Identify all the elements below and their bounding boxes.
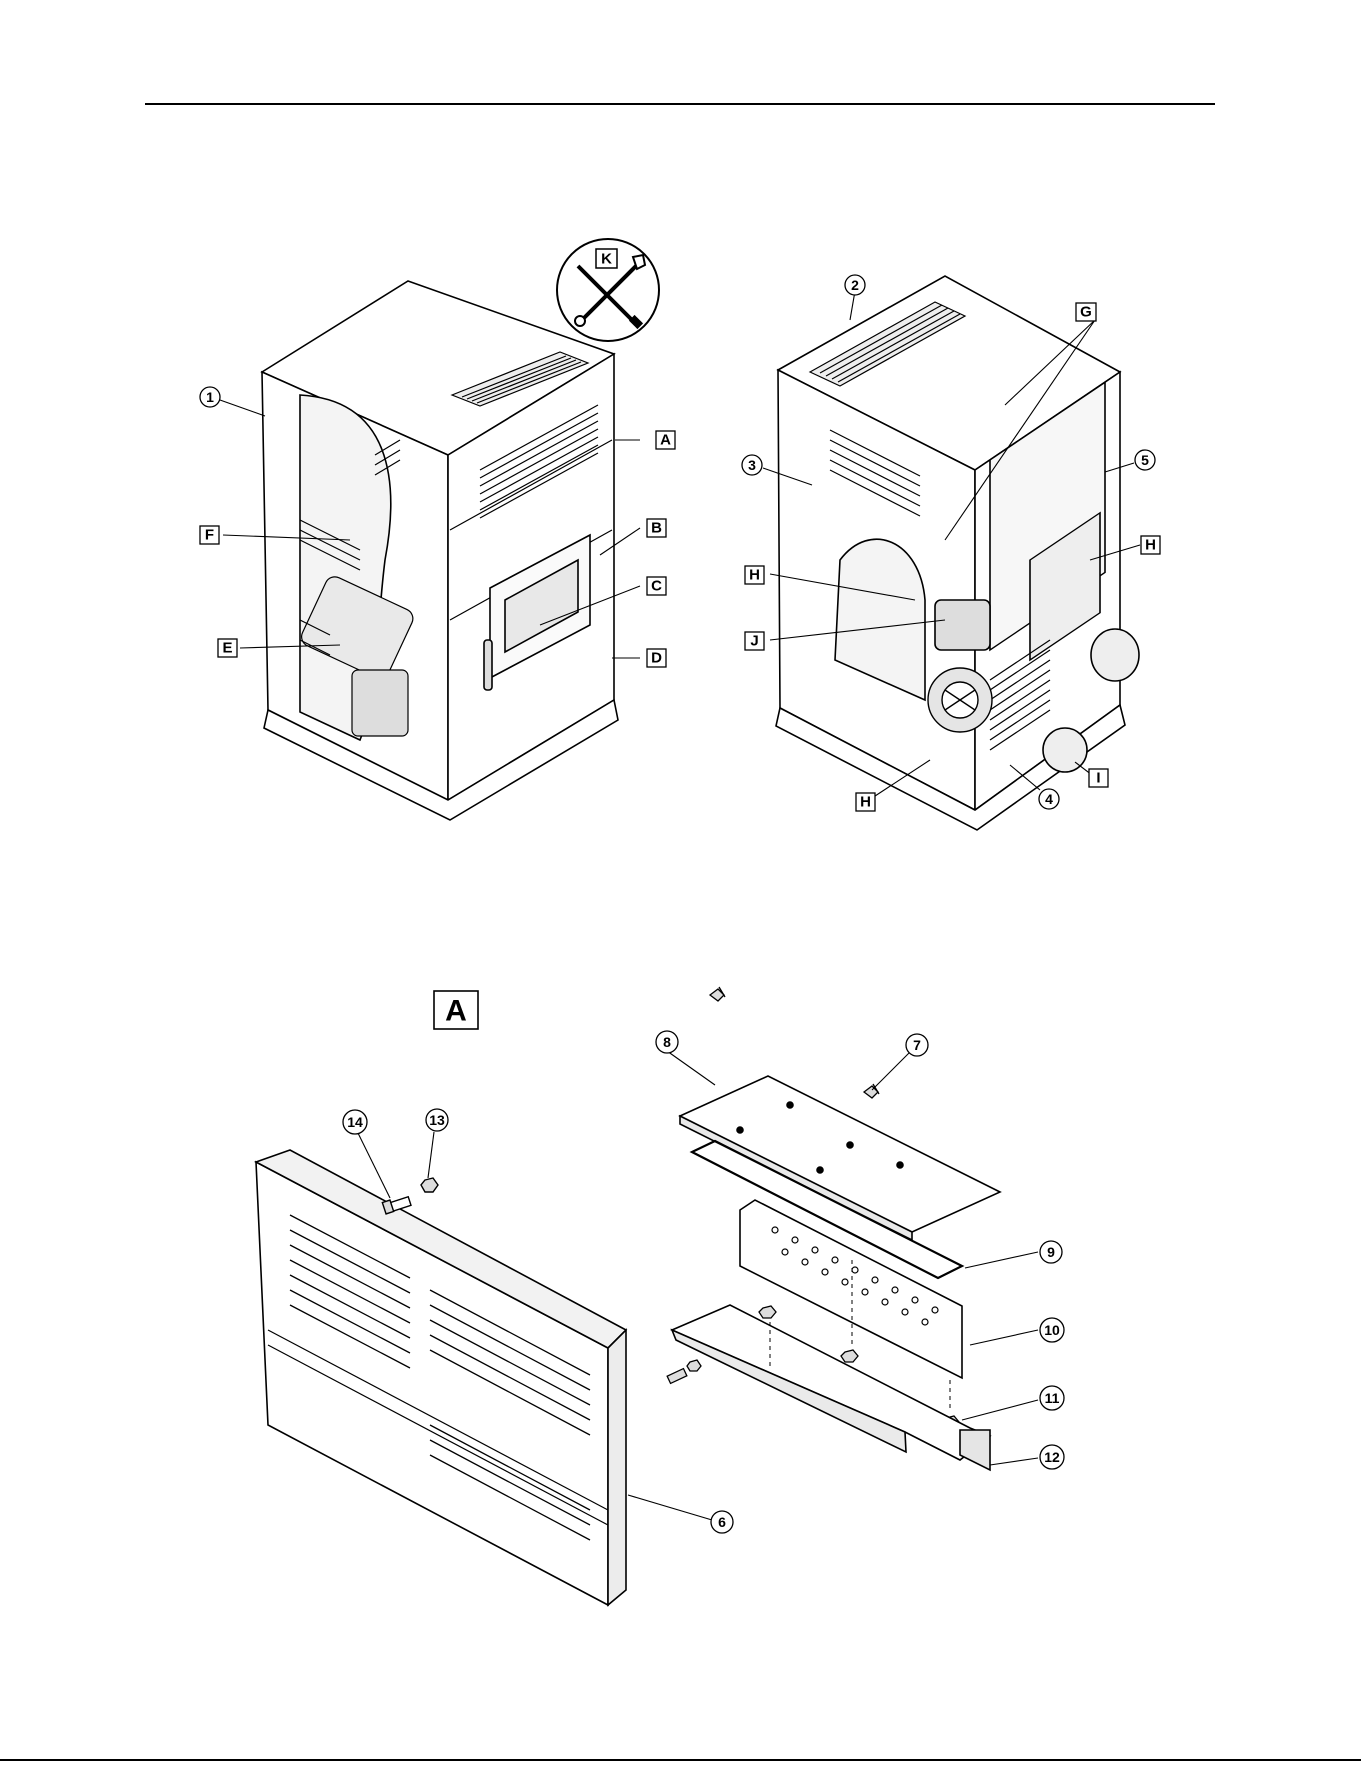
stove-front-view [262,281,618,820]
label-1-text: 1 [206,389,214,405]
label-14: 14 [343,1110,367,1134]
label-3-text: 3 [748,457,756,473]
label-8: 8 [656,1031,678,1053]
label-2: 2 [845,275,865,295]
label-12: 12 [1040,1445,1064,1469]
callout-i-text: I [1096,770,1100,787]
callout-e-text: E [222,640,232,657]
callout-d: D [647,649,666,667]
front-grille-panel-6 [256,1150,626,1605]
label-6: 6 [711,1511,733,1533]
label-6-text: 6 [718,1514,726,1530]
exhaust-pipe-upper [1091,629,1139,681]
label-13: 13 [426,1109,448,1131]
label-4: 4 [1039,789,1059,809]
label-7-text: 7 [913,1037,921,1053]
callout-g: G [1076,303,1096,321]
section-label-a: A [434,991,478,1029]
callout-d-text: D [651,650,662,667]
label-12-text: 12 [1044,1449,1060,1465]
callout-h-2: H [1141,536,1160,554]
label-3: 3 [742,455,762,475]
callout-j-text: J [750,633,758,650]
label-4-text: 4 [1045,791,1053,807]
callout-a: A [656,431,675,449]
callout-f-text: F [205,527,214,544]
grille-plate-8 [680,1076,1000,1240]
callout-b-text: B [651,520,662,537]
callout-i: I [1089,769,1108,787]
callout-a-text: A [660,432,671,449]
callout-h-3: H [856,793,875,811]
callout-h-1: H [745,566,764,584]
label-5: 5 [1135,450,1155,470]
label-9: 9 [1040,1241,1062,1263]
door-handle [484,640,492,690]
wing-nut-top [710,987,725,1001]
label-7: 7 [906,1034,928,1056]
label-10-text: 10 [1044,1322,1060,1338]
callout-h-1-text: H [749,567,760,584]
label-11: 11 [1040,1386,1064,1410]
stove-rear-view [776,276,1139,830]
callout-b: B [647,519,666,537]
callout-h-2-text: H [1145,537,1156,554]
label-8-text: 8 [663,1034,671,1050]
label-11-text: 11 [1045,1390,1060,1406]
label-13-text: 13 [429,1112,445,1128]
callout-h-3-text: H [860,794,871,811]
label-10: 10 [1040,1318,1064,1342]
tool-callout-text: K [601,251,612,268]
label-2-text: 2 [851,277,859,293]
wing-nut-7 [864,1084,879,1098]
callout-g-text: G [1080,304,1092,321]
combustion-fan [928,668,992,732]
exhaust-pipe-lower [1043,728,1087,772]
callout-c-text: C [651,578,662,595]
callout-c: C [647,577,666,595]
section-label-text: A [445,995,467,1028]
label-1: 1 [200,387,220,407]
callout-j: J [745,632,764,650]
nut-13 [421,1178,438,1192]
callout-e: E [218,639,237,657]
screw-bracket [667,1360,701,1383]
auger-motor [935,600,990,650]
callout-f: F [200,526,219,544]
tool-callout-k: K [596,249,617,268]
label-9-text: 9 [1047,1244,1055,1260]
label-14-text: 14 [347,1114,363,1130]
label-5-text: 5 [1141,452,1149,468]
